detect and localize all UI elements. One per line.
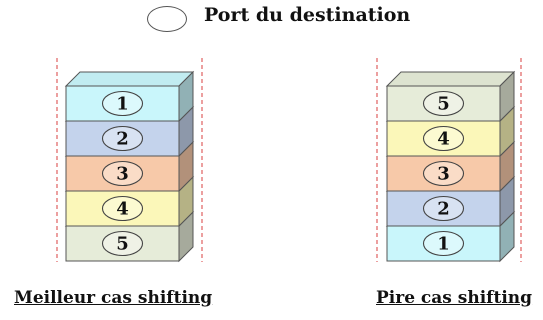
port-oval	[101, 90, 144, 117]
port-oval	[422, 230, 465, 257]
port-oval	[422, 125, 465, 152]
worst-case-caption: Pire cas shifting	[376, 288, 533, 308]
destination-port-oval-icon	[147, 6, 187, 32]
port-oval	[101, 230, 144, 257]
port-oval	[101, 125, 144, 152]
box-number: 3	[116, 164, 129, 185]
legend: Port du destination	[0, 0, 543, 36]
box-number: 3	[437, 164, 450, 185]
box-number: 4	[437, 129, 450, 150]
container-box: 5	[64, 210, 195, 263]
box-number: 2	[437, 199, 450, 220]
box-number: 2	[116, 129, 129, 150]
best-case-caption: Meilleur cas shifting	[14, 288, 213, 308]
container-box: 1	[64, 70, 195, 123]
box-number: 5	[116, 234, 129, 255]
stack-worst-case: 1 2 3 4 5	[376, 58, 522, 263]
port-oval	[422, 160, 465, 187]
box-top-face	[385, 71, 516, 87]
container-box: 5	[385, 70, 516, 123]
box-number: 1	[116, 94, 129, 115]
box-number: 1	[437, 234, 450, 255]
port-oval	[422, 90, 465, 117]
box-number: 4	[116, 199, 129, 220]
stack-best-case: 5 4 3 2 1	[56, 58, 203, 263]
port-oval	[101, 160, 144, 187]
legend-label: Port du destination	[204, 4, 411, 26]
port-oval	[422, 195, 465, 222]
port-oval	[101, 195, 144, 222]
box-number: 5	[437, 94, 450, 115]
box-top-face	[64, 71, 195, 87]
